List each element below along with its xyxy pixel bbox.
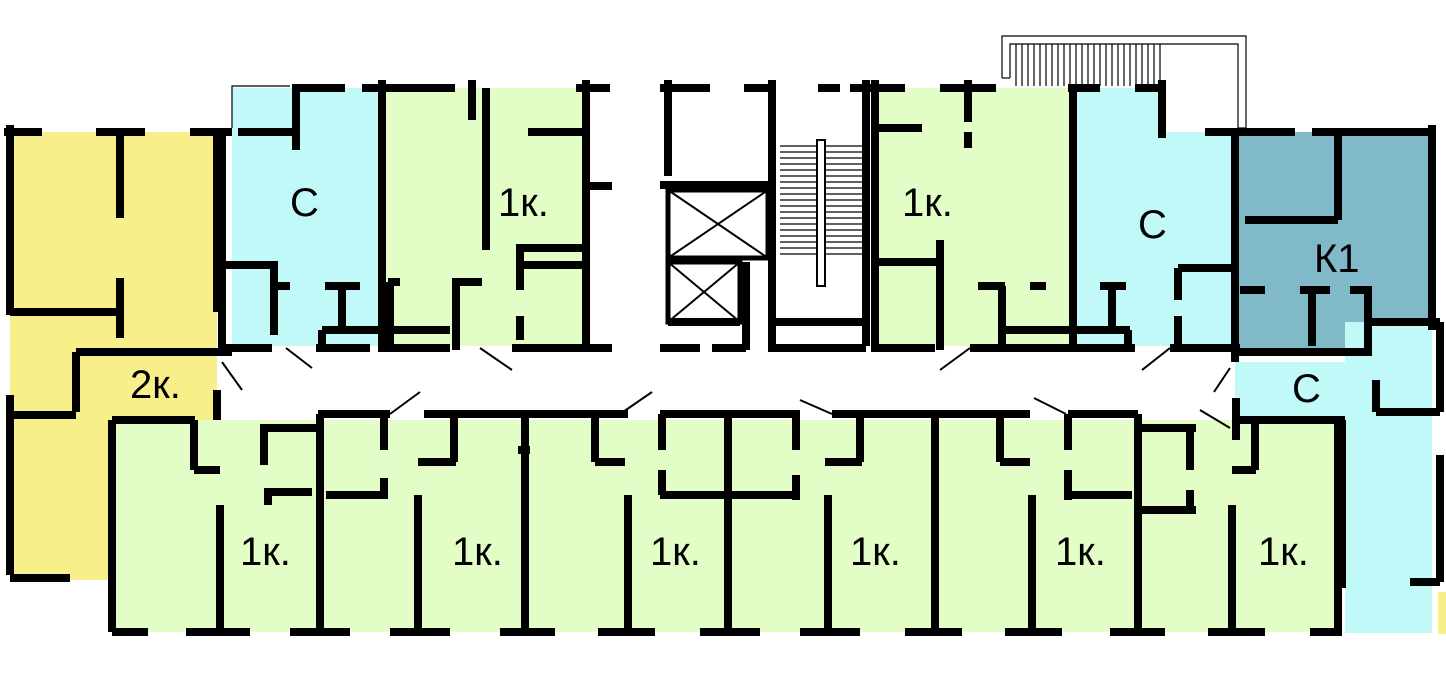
unit-k1-fill [1235,132,1430,352]
elevator-shaft-icon [665,187,771,325]
unit-1k-bottom-2-fill [323,420,525,632]
door-swings [221,347,1231,429]
yellow-edge-mark [1438,592,1446,634]
unit-c3-fill [1235,322,1432,633]
label-c1: С [290,181,319,225]
label-c3: С [1292,367,1321,411]
label-2k: 2к. [130,363,181,407]
unit-labels: 2к. С 1к. 1к. С К1 С 1к. 1к. 1к. 1к. 1к.… [130,181,1360,574]
unit-1k-bottom-6-fill [1138,420,1338,632]
unit-c2-fill [1073,88,1235,346]
c1-outline [231,85,290,128]
unit-1k-bottom-4-fill [730,420,935,632]
unit-fills [10,88,1446,634]
label-1k-top-left: 1к. [498,181,549,225]
walls [4,80,1444,636]
label-1k-bottom-5: 1к. [1055,530,1106,574]
label-c2: С [1138,203,1167,247]
label-1k-bottom-2: 1к. [452,530,503,574]
stairs-icon [780,139,866,287]
label-1k-bottom-1: 1к. [240,530,291,574]
unit-1k-bottom-5-fill [935,420,1138,632]
label-1k-top-right: 1к. [902,181,953,225]
label-1k-bottom-4: 1к. [850,530,901,574]
label-k1: К1 [1314,237,1360,281]
label-1k-bottom-6: 1к. [1258,530,1309,574]
label-1k-bottom-3: 1к. [650,530,701,574]
